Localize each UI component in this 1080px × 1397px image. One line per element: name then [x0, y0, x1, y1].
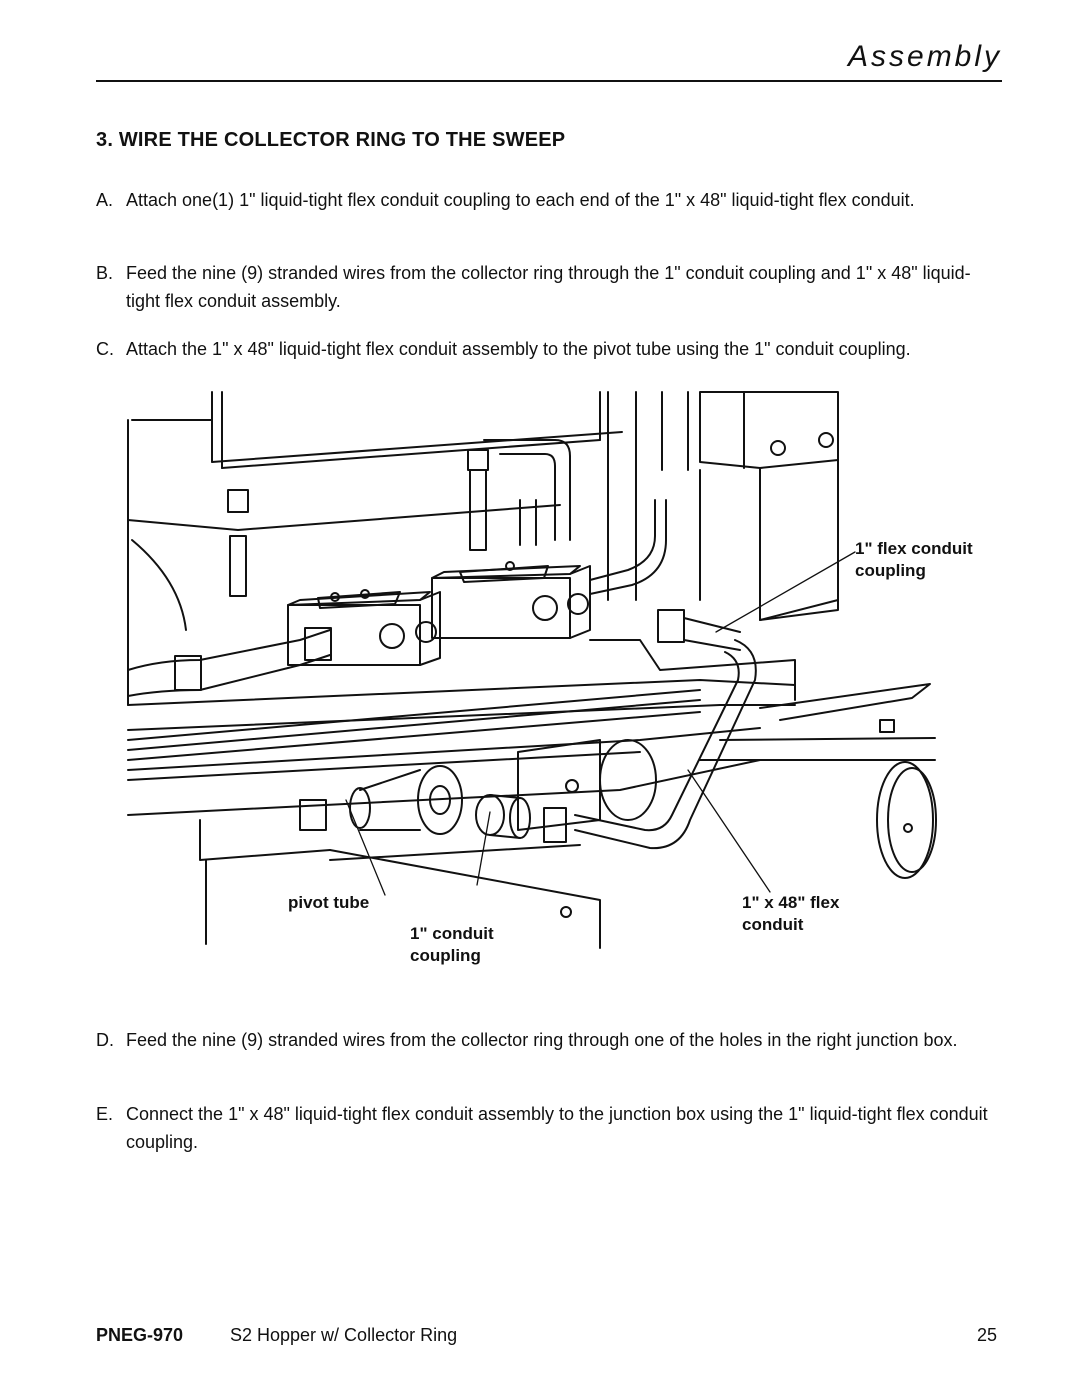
callout-line: 1" x 48" flex — [742, 893, 840, 912]
assembly-illustration — [127, 391, 937, 949]
step-text: Feed the nine (9) stranded wires from th… — [126, 263, 971, 311]
junction-box-right — [431, 561, 591, 639]
step-letter: A. — [96, 190, 114, 210]
callout-line: 1" conduit — [410, 924, 494, 943]
callout-line: conduit — [742, 915, 804, 934]
step-letter: E. — [96, 1104, 114, 1124]
footer-doc-title: S2 Hopper w/ Collector Ring — [230, 1325, 458, 1345]
callout-pivot-tube: pivot tube — [288, 893, 370, 912]
left-conduit — [127, 629, 331, 671]
page-number: 25 — [977, 1325, 998, 1345]
footer-doc-number: PNEG-970 — [96, 1325, 184, 1345]
callout-flex-conduit-coupling: 1" flex conduit coupling — [855, 538, 973, 582]
header-rule — [96, 80, 1002, 82]
step-letter: D. — [96, 1030, 114, 1050]
step-text: Attach one(1) 1" liquid-tight flex condu… — [126, 190, 915, 210]
step-text: Feed the nine (9) stranded wires from th… — [126, 1030, 958, 1050]
step-c: C. Attach the 1" x 48" liquid-tight flex… — [96, 335, 996, 363]
step-text: Attach the 1" x 48" liquid-tight flex co… — [126, 339, 911, 359]
section-title: Assembly — [848, 40, 1003, 73]
callout-leaders — [345, 551, 856, 896]
step-letter: C. — [96, 339, 114, 359]
callout-line: 1" flex conduit — [855, 539, 973, 558]
upper-conduit — [589, 499, 656, 581]
callout-conduit-coupling: 1" conduit coupling — [410, 923, 494, 967]
step-a: A. Attach one(1) 1" liquid-tight flex co… — [96, 186, 996, 214]
junction-box-left — [287, 589, 441, 666]
wheel — [876, 719, 937, 879]
step-d: D. Feed the nine (9) stranded wires from… — [96, 1026, 996, 1054]
step-text: Connect the 1" x 48" liquid-tight flex c… — [126, 1104, 988, 1152]
flex-conduit — [574, 639, 757, 850]
callout-flex-conduit: 1" x 48" flex conduit — [742, 892, 839, 936]
step-e: E. Connect the 1" x 48" liquid-tight fle… — [96, 1100, 996, 1156]
flex-conduit-coupling — [657, 609, 741, 651]
left-coupling — [174, 655, 202, 691]
callout-line: coupling — [410, 946, 481, 965]
motor-housing — [661, 391, 839, 621]
callout-line: coupling — [855, 561, 926, 580]
step-letter: B. — [96, 263, 114, 283]
hopper-frame — [127, 391, 637, 706]
lower-frame — [205, 739, 657, 949]
pivot-tube — [299, 765, 463, 835]
step-heading: 3. WIRE THE COLLECTOR RING TO THE SWEEP — [96, 129, 566, 151]
step-b: B. Feed the nine (9) stranded wires from… — [96, 259, 996, 315]
